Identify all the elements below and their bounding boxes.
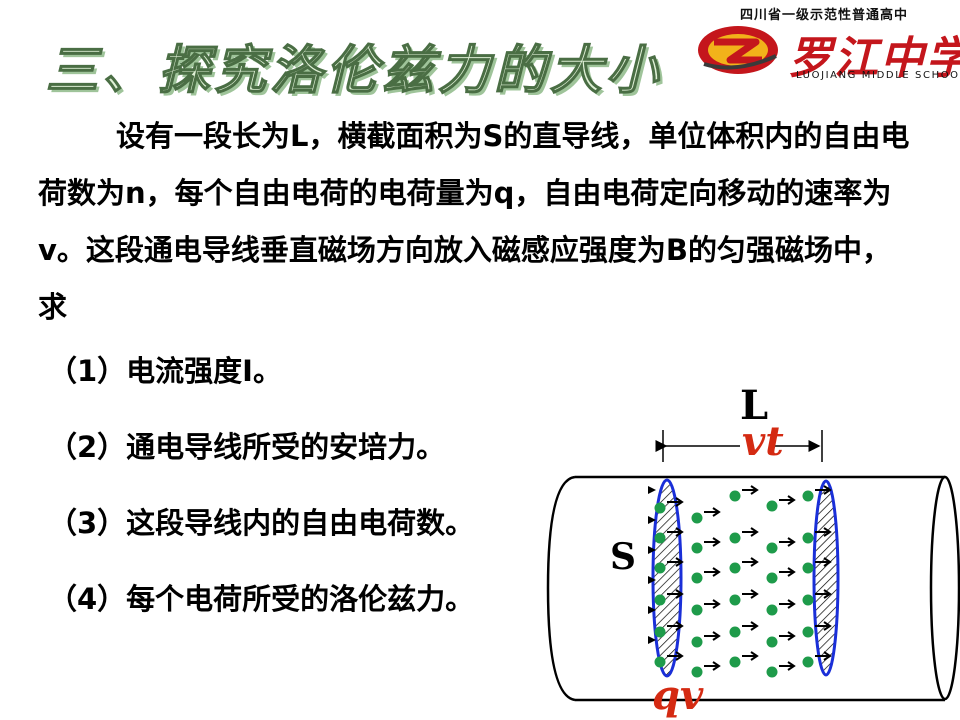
velocity-arrow xyxy=(667,589,684,599)
charge-dot xyxy=(691,572,703,584)
charge-dot xyxy=(729,626,741,638)
velocity-arrow xyxy=(704,599,721,609)
velocity-arrow xyxy=(667,497,684,507)
charge-dot xyxy=(691,666,703,678)
velocity-arrow xyxy=(815,485,832,495)
charge-dot xyxy=(654,532,666,544)
logo-school-name: 罗江中学 xyxy=(788,33,960,84)
entry-arrowhead xyxy=(648,606,656,614)
velocity-arrow xyxy=(742,485,759,495)
velocity-arrow xyxy=(742,651,759,661)
entry-arrowhead xyxy=(648,576,656,584)
logo-top-text: 四川省一级示范性普通高中 xyxy=(739,8,908,23)
charge-dot xyxy=(766,636,778,648)
label-L: L xyxy=(740,382,769,429)
charge-dot xyxy=(766,604,778,616)
charge-dot xyxy=(654,626,666,638)
entry-arrowhead xyxy=(648,516,656,524)
velocity-arrow xyxy=(779,661,796,671)
question-1: （1）电流强度I。 xyxy=(48,354,282,388)
charge-dot xyxy=(729,594,741,606)
charge-dot xyxy=(691,636,703,648)
velocity-arrow xyxy=(779,631,796,641)
charge-dot xyxy=(691,542,703,554)
velocity-arrow xyxy=(815,527,832,537)
velocity-arrow xyxy=(704,507,721,517)
velocity-arrow xyxy=(704,537,721,547)
question-4: （4）每个电荷所受的洛伦兹力。 xyxy=(48,582,475,616)
velocity-arrow xyxy=(742,589,759,599)
entry-arrowhead xyxy=(648,486,656,494)
velocity-arrow xyxy=(742,621,759,631)
charge-dot xyxy=(802,532,814,544)
velocity-arrow xyxy=(742,527,759,537)
charge-dot xyxy=(654,656,666,668)
velocity-arrow xyxy=(779,567,796,577)
charge-dot xyxy=(802,562,814,574)
label-vt: vt xyxy=(742,418,784,465)
velocity-arrow xyxy=(815,621,832,631)
velocity-arrow xyxy=(667,651,684,661)
charge-dot xyxy=(654,502,666,514)
velocity-arrow xyxy=(779,495,796,505)
charge-dot xyxy=(802,594,814,606)
charge-dot xyxy=(654,594,666,606)
velocity-arrow xyxy=(704,631,721,641)
velocity-arrow xyxy=(815,651,832,661)
school-emblem-icon xyxy=(698,26,778,74)
entry-arrowhead xyxy=(648,636,656,644)
wire-outline xyxy=(546,475,960,702)
velocity-arrow xyxy=(742,557,759,567)
length-dimension xyxy=(655,430,823,462)
charge-dot xyxy=(654,562,666,574)
velocity-arrow xyxy=(704,661,721,671)
label-qv: qv xyxy=(652,672,704,719)
charge-dot xyxy=(766,572,778,584)
charge-dot xyxy=(691,512,703,524)
velocity-arrow xyxy=(815,557,832,567)
charge-dot xyxy=(729,532,741,544)
charge-dot xyxy=(802,656,814,668)
cross-section-right xyxy=(812,479,840,677)
charge-dot xyxy=(802,626,814,638)
slide-title: 三、探究洛伦兹力的大小 xyxy=(45,39,663,101)
question-2: （2）通电导线所受的安培力。 xyxy=(48,430,446,464)
entry-arrowhead xyxy=(648,546,656,554)
question-3: （3）这段导线内的自由电荷数。 xyxy=(48,506,475,540)
charge-dot xyxy=(729,656,741,668)
logo-english-name: LUOJIANG MIDDLE SCHOOL xyxy=(796,70,960,81)
problem-paragraph: 设有一段长为L，横截面积为S的直导线，单位体积内的自由电荷数为n，每个自由电荷的… xyxy=(38,119,910,324)
charge-dot xyxy=(729,490,741,502)
label-S: S xyxy=(610,536,636,578)
charge-dot xyxy=(766,666,778,678)
velocity-arrow xyxy=(779,537,796,547)
charge-dot xyxy=(802,490,814,502)
velocity-arrow xyxy=(815,589,832,599)
velocity-arrow xyxy=(704,567,721,577)
charge-field xyxy=(648,485,832,678)
velocity-arrow xyxy=(779,599,796,609)
charge-dot xyxy=(766,500,778,512)
charge-dot xyxy=(766,542,778,554)
velocity-arrow xyxy=(667,557,684,567)
charge-dot xyxy=(729,562,741,574)
charge-dot xyxy=(691,604,703,616)
velocity-arrow xyxy=(667,621,684,631)
school-logo: 四川省一级示范性普通高中 罗江中学 LUOJIANG MIDDLE SCHOOL xyxy=(696,4,960,84)
velocity-arrow xyxy=(667,527,684,537)
